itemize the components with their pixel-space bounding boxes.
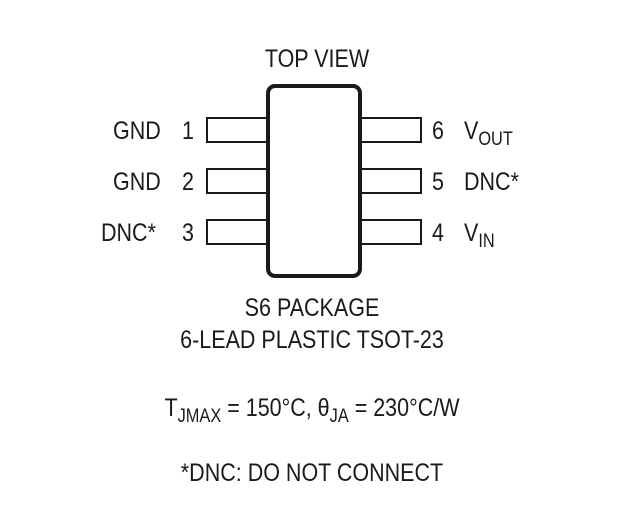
- package-description: 6-LEAD PLASTIC TSOT-23: [180, 326, 444, 354]
- thermal-spec: TJMAX = 150°C, θJA = 230°C/W: [123, 394, 501, 427]
- tjmax-value: = 150°C,: [221, 394, 318, 422]
- footnote: *DNC: DO NOT CONNECT: [180, 459, 444, 487]
- pin-4-name-sub: IN: [478, 231, 495, 252]
- pin-4-name: VIN: [464, 219, 495, 252]
- pin-5-number: 5: [432, 168, 444, 196]
- pin-5-lead: [362, 168, 422, 194]
- pin-4-number: 4: [432, 219, 444, 247]
- pin-6-name-sub: OUT: [478, 129, 513, 150]
- pin-2-name: GND: [113, 168, 161, 196]
- pin-3-name: DNC*: [101, 219, 156, 247]
- pin-3-lead: [206, 219, 266, 245]
- package-name: S6 PACKAGE: [244, 294, 380, 322]
- theta-value: = 230°C/W: [348, 394, 460, 422]
- pin-2-number: 2: [182, 168, 194, 196]
- pin-4-name-main: V: [464, 219, 479, 247]
- pin-5-name: DNC*: [464, 168, 519, 196]
- pin-2-lead: [206, 168, 266, 194]
- pin-1-number: 1: [182, 117, 194, 145]
- theta-symbol: θ: [317, 394, 330, 422]
- tjmax-sub: JMAX: [177, 406, 222, 427]
- pin-6-number: 6: [432, 117, 444, 145]
- tjmax-symbol: T: [164, 394, 178, 422]
- ic-package-body: [266, 84, 362, 278]
- pin-3-number: 3: [182, 219, 194, 247]
- pin-6-name-main: V: [464, 117, 479, 145]
- top-view-title: TOP VIEW: [264, 45, 370, 73]
- pin-4-lead: [362, 219, 422, 245]
- theta-sub: JA: [329, 406, 349, 427]
- pin-1-lead: [206, 117, 266, 143]
- pin-6-lead: [362, 117, 422, 143]
- pin-1-name: GND: [113, 117, 161, 145]
- pin-6-name: VOUT: [464, 117, 513, 150]
